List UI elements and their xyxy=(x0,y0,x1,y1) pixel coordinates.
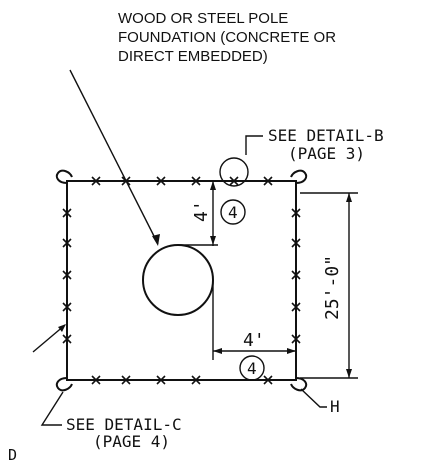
foundation-note-line-2: FOUNDATION (CONCRETE OR xyxy=(118,29,336,46)
d-label: D xyxy=(8,446,17,464)
foundation-leader-arrow xyxy=(152,234,160,246)
foundation-note-line-1: WOOD OR STEEL POLE xyxy=(118,10,288,27)
bottom-marker-circle xyxy=(239,355,265,381)
height-label: 25'-0" xyxy=(322,255,343,320)
top-marker-circle xyxy=(220,199,246,225)
side-offset-arrow-right xyxy=(287,348,296,354)
detail-c-page: (PAGE 4) xyxy=(93,432,170,451)
detail-b-page: (PAGE 3) xyxy=(288,144,365,163)
detail-b-label: SEE DETAIL-B xyxy=(268,126,384,145)
detail-b-callout-circle xyxy=(219,157,249,187)
height-arrow-down xyxy=(346,369,352,378)
foundation-leader-line xyxy=(69,69,159,245)
corner-hook-bottom-left xyxy=(55,377,73,392)
top-offset-arrow-down xyxy=(210,236,216,245)
detail-c-label: SEE DETAIL-C xyxy=(66,415,182,434)
left-edge-arrow xyxy=(58,324,66,332)
side-offset-arrow-left xyxy=(213,348,222,354)
corner-hook-bottom-right xyxy=(290,377,308,392)
bottom-marker-number: 4 xyxy=(247,359,257,378)
corner-hook-top-left xyxy=(55,169,73,184)
fence-outline xyxy=(66,180,297,381)
height-arrow-up xyxy=(346,193,352,202)
corner-hook-top-right xyxy=(290,169,308,184)
top-offset-arrow-up xyxy=(210,181,216,190)
h-leader xyxy=(300,388,327,408)
pole-circle xyxy=(142,244,214,316)
top-offset-label: 4' xyxy=(191,200,212,222)
h-label: H xyxy=(330,397,340,416)
side-offset-label: 4' xyxy=(243,330,265,351)
foundation-note-line-3: DIRECT EMBEDDED) xyxy=(118,48,268,65)
detail-b-leader xyxy=(245,135,263,155)
fence-posts xyxy=(62,176,301,385)
detail-c-leader xyxy=(40,391,64,426)
left-edge-leader xyxy=(32,324,66,353)
top-marker-number: 4 xyxy=(228,203,238,222)
